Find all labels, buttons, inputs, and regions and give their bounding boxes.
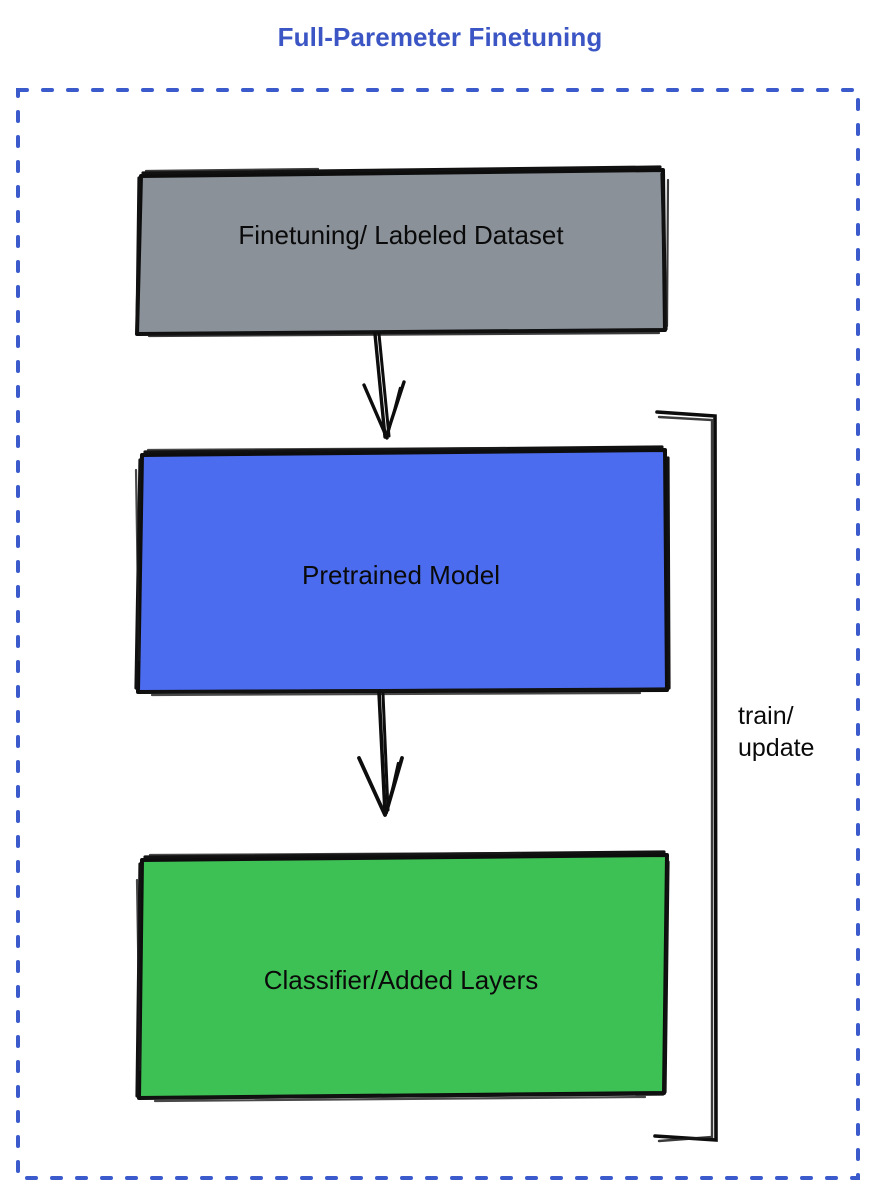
feedback-bracket-path-sketch [657, 415, 714, 1143]
arrow-head-1-right2 [386, 386, 402, 436]
edge-feedback-loop [653, 410, 718, 1143]
node-model-sketch-stroke-2 [134, 446, 642, 697]
edge-feedback-label: train/ update [738, 702, 815, 762]
page-title: Full-Paremeter Finetuning [277, 22, 603, 52]
arrow-shaft-2 [377, 690, 387, 814]
dashed-boundary-rect [16, 88, 860, 1180]
node-pretrained-model[interactable] [134, 445, 671, 697]
node-pretrained-model-shape [136, 448, 669, 694]
node-classifier-sketch-stroke-2 [135, 851, 647, 1103]
edge-dataset-to-model [362, 332, 406, 440]
arrow-head-1-left [362, 383, 389, 440]
arrow-shaft-1b [377, 332, 391, 438]
node-dataset-sketch-stroke-2 [144, 167, 670, 338]
arrow-head-2-left [357, 756, 387, 817]
node-dataset[interactable] [135, 165, 670, 338]
edge-model-to-classifier [357, 690, 404, 817]
arrow-shaft-1 [373, 332, 387, 439]
arrow-shaft-2b [381, 692, 390, 812]
node-dataset-shape [135, 168, 667, 336]
node-dataset-sketch-stroke [135, 165, 668, 336]
arrow-head-2-right2 [386, 761, 400, 810]
node-classifier[interactable] [135, 850, 670, 1103]
node-classifier-shape [137, 853, 669, 1100]
